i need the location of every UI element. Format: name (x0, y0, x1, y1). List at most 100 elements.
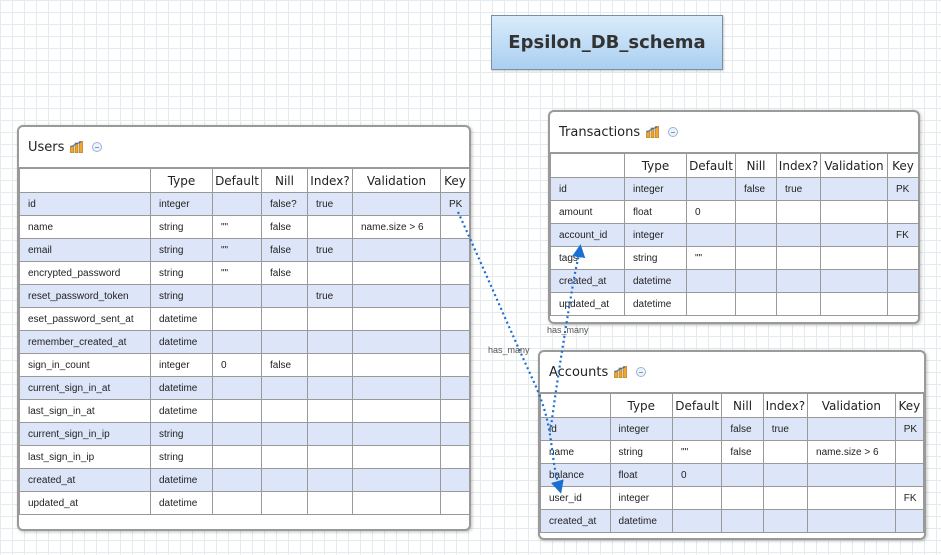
field-cell: PK (894, 417, 924, 441)
field-cell: datetime (150, 307, 213, 331)
field-name: updated_at (19, 491, 151, 515)
transactions-entity-header[interactable]: Transactions (550, 112, 918, 153)
field-cell: datetime (150, 491, 213, 515)
field-cell (212, 422, 262, 446)
field-cell (440, 353, 469, 377)
field-name: balance (540, 463, 611, 487)
field-cell (212, 399, 262, 423)
field-name: last_sign_in_ip (19, 445, 151, 469)
field-cell: float (624, 200, 687, 224)
field-name: created_at (540, 509, 611, 533)
field-cell (887, 292, 918, 316)
field-name: updated_at (550, 292, 625, 316)
field-cell (672, 509, 723, 533)
field-cell: "" (672, 440, 723, 464)
field-cell (762, 509, 809, 533)
field-cell (352, 491, 441, 515)
field-cell (261, 491, 308, 515)
chart-icon[interactable] (646, 126, 660, 138)
column-header: Type (609, 393, 674, 418)
field-cell: datetime (624, 292, 687, 316)
field-cell (887, 200, 918, 224)
field-cell (776, 246, 821, 270)
chart-icon[interactable] (70, 141, 84, 153)
field-cell: false (735, 177, 777, 201)
has-many-label: has_many (547, 325, 589, 335)
field-name: id (19, 192, 151, 216)
field-cell (261, 284, 308, 308)
field-cell: "" (212, 215, 262, 239)
accounts-entity-header[interactable]: Accounts (540, 352, 924, 393)
field-cell (307, 399, 353, 423)
field-cell (776, 292, 821, 316)
accounts-entity-name: Accounts (549, 364, 609, 380)
column-header: Key (894, 393, 924, 418)
accounts-transactions-link[interactable] (549, 244, 586, 428)
field-cell: float (609, 463, 674, 487)
field-cell (776, 200, 821, 224)
field-cell (352, 399, 441, 423)
collapse-icon[interactable] (636, 367, 647, 377)
field-cell (820, 292, 888, 316)
users-accounts-link[interactable] (457, 211, 564, 494)
field-name: current_sign_in_ip (19, 422, 151, 446)
field-cell (307, 422, 353, 446)
field-cell (807, 486, 896, 510)
collapse-icon[interactable] (92, 142, 103, 152)
column-header: Default (686, 153, 736, 178)
users-entity-header[interactable]: Users (19, 127, 469, 168)
collapse-icon[interactable] (668, 127, 679, 137)
field-cell (762, 486, 809, 510)
field-name: name (19, 215, 151, 239)
field-cell (212, 468, 262, 492)
field-cell (762, 463, 809, 487)
field-name: sign_in_count (19, 353, 151, 377)
field-cell (776, 223, 821, 247)
chart-icon[interactable] (614, 366, 628, 378)
column-header: Nill (721, 393, 764, 418)
field-cell (735, 200, 777, 224)
field-cell: PK (440, 192, 469, 216)
field-cell (894, 440, 924, 464)
field-cell: datetime (609, 509, 674, 533)
field-cell: false (721, 440, 764, 464)
field-cell: integer (624, 223, 687, 247)
field-cell: false (261, 215, 308, 239)
field-cell: string (624, 246, 687, 270)
field-cell: "" (212, 238, 262, 262)
field-cell: datetime (150, 399, 213, 423)
column-header: Validation (807, 393, 896, 418)
field-cell (721, 486, 764, 510)
field-cell (212, 284, 262, 308)
field-cell (352, 307, 441, 331)
column-header: Validation (820, 153, 888, 178)
field-cell (352, 284, 441, 308)
column-header: Index? (762, 393, 809, 418)
field-cell (261, 468, 308, 492)
field-cell (352, 330, 441, 354)
